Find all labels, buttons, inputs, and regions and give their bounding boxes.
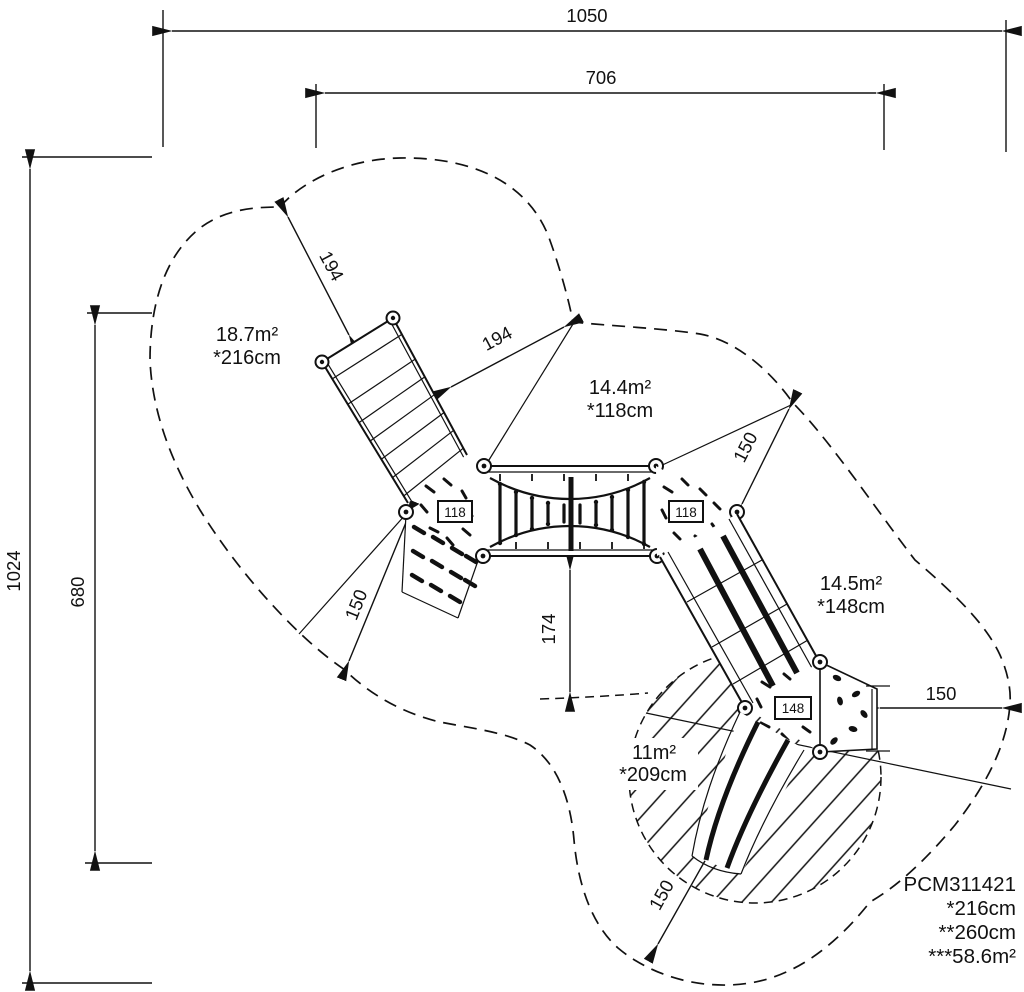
- rope-bridge: [475, 458, 665, 564]
- dim-150-slide-end-label: 150: [645, 876, 678, 913]
- dimension-clearance-ladder-lower: 194: [431, 313, 584, 401]
- climbing-wall: [819, 660, 890, 753]
- zone4-height: *209cm: [619, 764, 687, 786]
- height-plate-lower: [774, 696, 812, 720]
- zone-label-ladder: 18.7m² *216cm: [213, 324, 281, 369]
- zone3-area: 14.5m²: [820, 573, 883, 595]
- title-line1: *216cm: [946, 897, 1016, 920]
- slide-rail-right: [724, 738, 791, 869]
- ladder-rungs: [331, 333, 464, 497]
- dim-1050-label: 1050: [566, 5, 607, 26]
- slide: [691, 711, 806, 875]
- cleated-ramp: [401, 513, 481, 619]
- dimension-overall-height: 1024: [3, 149, 152, 991]
- ramp-cleats: [409, 524, 479, 605]
- zone1-height: *216cm: [213, 347, 281, 369]
- dimension-clearance-right: 150: [728, 388, 803, 525]
- anti-slip-marks: [755, 672, 812, 742]
- climbing-holds: [830, 674, 868, 745]
- height-plate-right-label: 118: [675, 505, 697, 520]
- dim-174-label: 174: [538, 614, 559, 645]
- zone-label-bridge: 14.4m² *118cm: [587, 377, 653, 422]
- height-plate-right: [668, 500, 704, 523]
- height-plate-lower-label: 148: [782, 701, 805, 716]
- zone-label-slide: 11m² *209cm: [619, 742, 687, 786]
- dimension-inner-width: 706: [305, 67, 896, 150]
- lower-corner-posts: [737, 654, 828, 760]
- safety-zone-boundary: [149, 157, 1012, 986]
- height-plate-left: [437, 500, 473, 523]
- dimension-clearance-ramp: 150: [336, 499, 420, 682]
- bridge-stubs: [499, 474, 645, 549]
- left-corner-posts: [398, 504, 414, 520]
- zone1-area: 18.7m²: [216, 324, 279, 346]
- dim-194b-label: 194: [478, 322, 515, 355]
- bridge-stripe: [697, 547, 776, 688]
- zone-label-incline: 14.5m² *148cm: [817, 573, 885, 618]
- dimension-inner-height: 680: [67, 305, 152, 871]
- platform-lower: 148: [737, 654, 890, 760]
- dimension-overall-width: 1050: [152, 5, 1022, 152]
- height-plate-left-label: 118: [444, 505, 466, 520]
- model-number: PCM311421: [904, 873, 1016, 896]
- zone2-area: 14.4m²: [589, 377, 652, 399]
- dimension-clearance-ladder-upper: 194: [274, 197, 363, 355]
- slide-rail-outer-left: [691, 711, 741, 857]
- zone4-area: 11m²: [632, 742, 676, 764]
- dim-680-label: 680: [67, 577, 88, 608]
- platform-right: 118: [656, 466, 745, 556]
- title-line3: ***58.6m²: [928, 945, 1016, 968]
- title-block: PCM311421 *216cm **260cm ***58.6m²: [904, 873, 1017, 968]
- zone2-height: *118cm: [587, 400, 653, 422]
- incline-bridge: [659, 513, 821, 709]
- platform-left: 118: [406, 466, 484, 556]
- bridge-stripe: [720, 534, 800, 675]
- dimension-clearance-wall: 150: [860, 683, 1022, 714]
- corner-post-dot: [734, 509, 740, 515]
- dim-1024-label: 1024: [3, 550, 24, 591]
- falling-space-reference-line: [539, 692, 649, 700]
- climbing-ladder: [314, 310, 468, 504]
- dim-706-label: 706: [586, 67, 617, 88]
- dim-150-right-label: 150: [729, 429, 762, 466]
- leader-bridge-to-vertex: [655, 404, 792, 469]
- zone3-height: *148cm: [817, 596, 885, 618]
- dim-150-wall-label: 150: [926, 683, 957, 704]
- dimension-clearance-slide-top: 174: [538, 550, 576, 712]
- bridge-posts: [497, 477, 647, 551]
- slide-rail-outer-right: [740, 749, 805, 875]
- title-line2: **260cm: [939, 921, 1017, 944]
- ladder-posts: [314, 310, 401, 370]
- slide-exit-lip: [691, 855, 742, 875]
- slide-rail-left: [703, 720, 761, 861]
